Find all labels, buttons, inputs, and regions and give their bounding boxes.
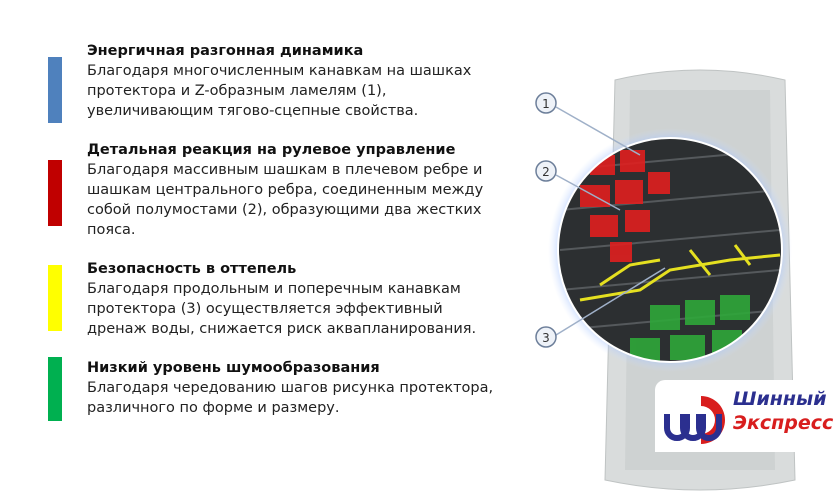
logo-line1: Шинный xyxy=(733,388,827,410)
feature-text: Благодаря продольным и поперечным канавк… xyxy=(87,281,461,297)
callout-2: 2 xyxy=(535,160,557,182)
feature-title: Безопасность в оттепель xyxy=(87,261,297,277)
feature-text: собой полумостами (2), образующими два ж… xyxy=(87,202,482,218)
feature-text: различного по форме и размеру. xyxy=(87,400,340,416)
feature-thaw-safety: Безопасность в оттепель Благодаря продол… xyxy=(87,259,527,339)
feature-text: шашкам центрального ребра, соединенным м… xyxy=(87,182,484,198)
feature-title: Детальная реакция на рулевое управление xyxy=(87,142,456,158)
callout-number: 1 xyxy=(542,97,550,111)
feature-acceleration: Энергичная разгонная динамика Благодаря … xyxy=(87,41,527,121)
callout-3: 3 xyxy=(535,326,557,348)
feature-text: протектора и Z-образным ламелям (1), xyxy=(87,83,387,99)
feature-text: Благодаря чередованию шагов рисунка прот… xyxy=(87,380,494,396)
callout-number: 2 xyxy=(542,165,550,179)
magnified-tread xyxy=(558,138,782,362)
color-bar-yellow xyxy=(48,265,62,331)
color-bar-red xyxy=(48,160,62,226)
feature-text: дренаж воды, снижается риск аквапланиров… xyxy=(87,321,477,337)
feature-title: Низкий уровень шумообразования xyxy=(87,360,380,376)
feature-low-noise: Низкий уровень шумообразования Благодаря… xyxy=(87,358,527,418)
feature-text: протектора (3) осуществляется эффективны… xyxy=(87,301,443,317)
logo-line2: Экспресс xyxy=(733,412,834,434)
feature-text: Благодаря массивным шашкам в плечевом ре… xyxy=(87,162,483,178)
feature-title: Энергичная разгонная динамика xyxy=(87,43,364,59)
color-bar-blue xyxy=(48,57,62,123)
logo-emblem-icon xyxy=(664,396,725,444)
brand-logo: Шинный Экспресс xyxy=(655,380,840,452)
feature-text: Благодаря многочисленным канавкам на шаш… xyxy=(87,63,472,79)
tire-illustration: 1 2 3 xyxy=(535,69,796,491)
feature-text: пояса. xyxy=(87,222,136,238)
magnifier-ring xyxy=(557,137,783,363)
feature-text: увеличивающим тягово-сцепные свойства. xyxy=(87,103,419,119)
yellow-grooves xyxy=(579,244,781,302)
feature-steering: Детальная реакция на рулевое управление … xyxy=(87,140,527,240)
callout-number: 3 xyxy=(542,331,550,345)
color-bar-green xyxy=(48,357,62,421)
callout-1: 1 xyxy=(535,92,557,114)
